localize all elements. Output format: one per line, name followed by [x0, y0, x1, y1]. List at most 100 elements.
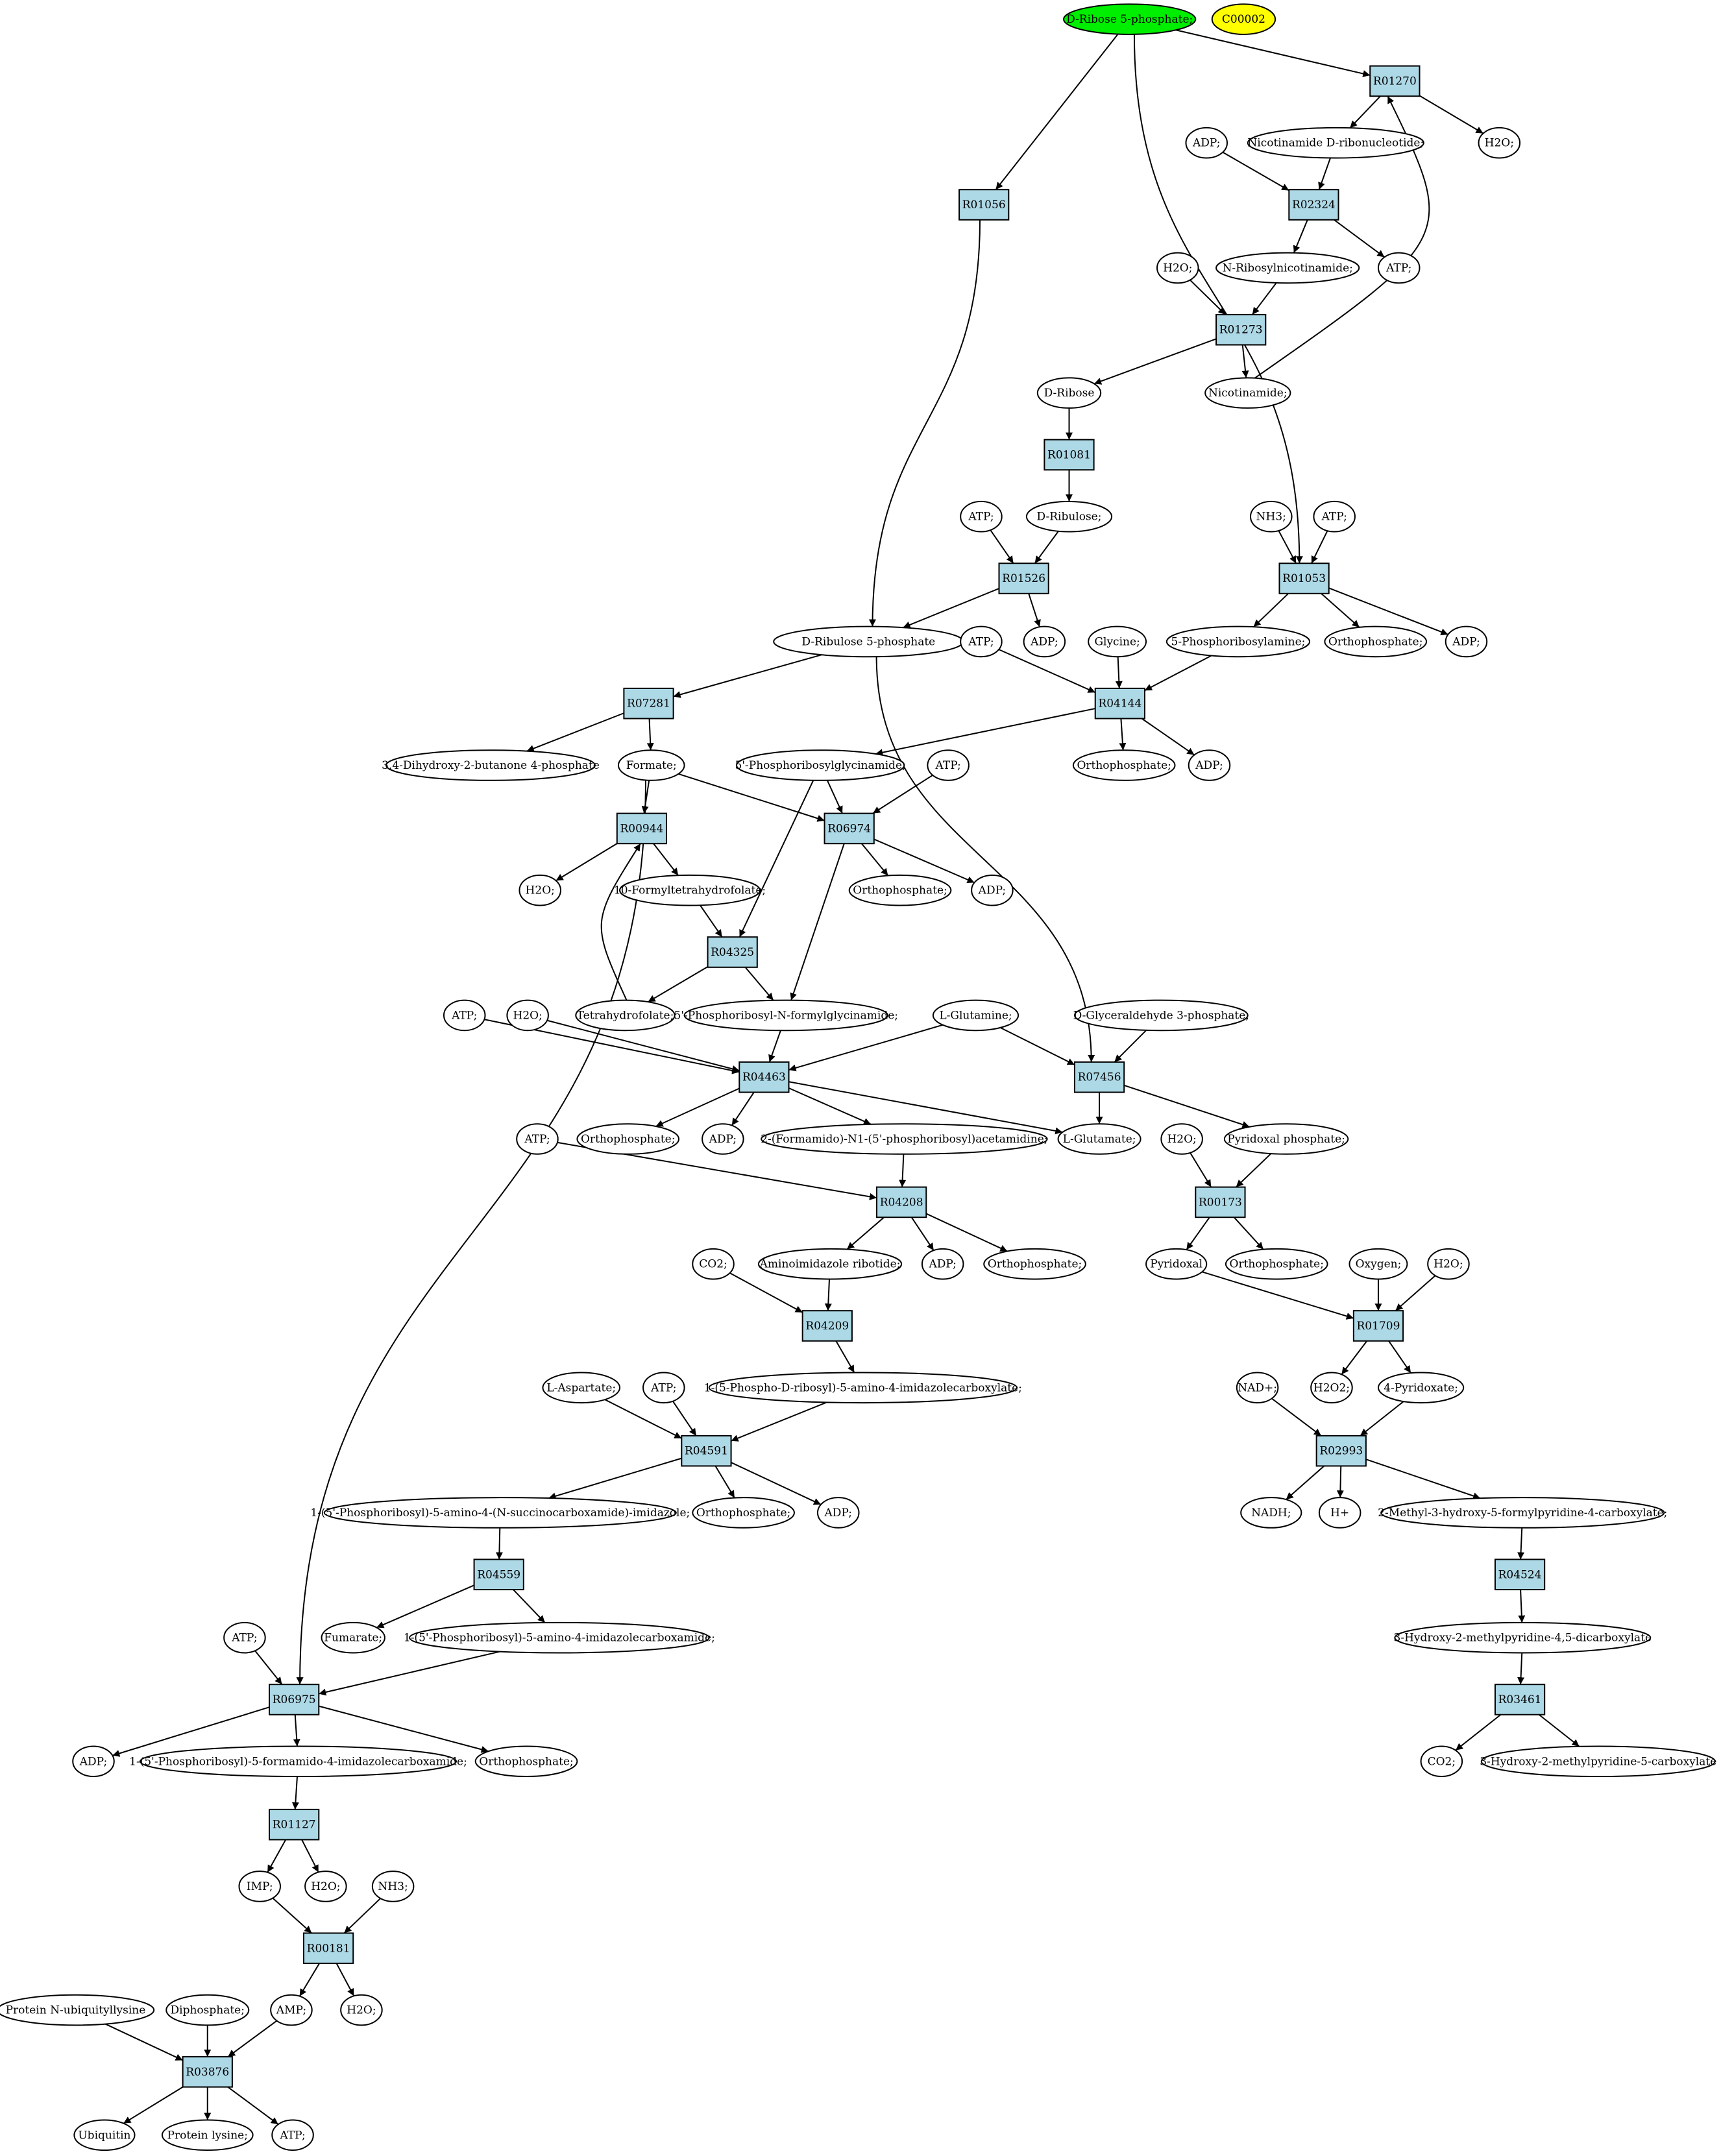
metabolite-node-m_pyridoxal[interactable]: Pyridoxal	[1145, 1248, 1208, 1280]
metabolite-node-m_adp_4[interactable]: ADP;	[1188, 749, 1231, 781]
metabolite-node-m_adp_8[interactable]: ADP;	[816, 1497, 860, 1529]
metabolite-node-m_c00002[interactable]: C00002	[1211, 3, 1276, 35]
metabolite-node-m_glycine[interactable]: Glycine;	[1088, 625, 1147, 658]
reaction-node-r_R04209[interactable]: R04209	[801, 1310, 853, 1342]
metabolite-node-m_protubiq[interactable]: Protein N-ubiquityllysine	[0, 1994, 155, 2026]
reaction-node-r_R00181[interactable]: R00181	[302, 1932, 354, 1965]
metabolite-node-m_h2o2[interactable]: H2O2;	[1310, 1372, 1353, 1404]
metabolite-node-m_g3p[interactable]: D-Glyceraldehyde 3-phosphate;	[1073, 999, 1249, 1032]
metabolite-node-m_aicar[interactable]: 1-(5'-Phosphoribosyl)-5-amino-4-imidazol…	[404, 1621, 715, 1654]
metabolite-node-m_hplus[interactable]: H+	[1318, 1497, 1361, 1529]
metabolite-node-m_atp_9[interactable]: ATP;	[223, 1621, 266, 1654]
reaction-node-r_R04463[interactable]: R04463	[738, 1061, 790, 1093]
reaction-node-r_R01056[interactable]: R01056	[958, 189, 1010, 221]
metabolite-node-m_4pyridoxate[interactable]: 4-Pyridoxate;	[1377, 1372, 1465, 1404]
metabolite-node-m_atp_3[interactable]: ATP;	[1313, 500, 1356, 533]
metabolite-node-m_fumarate[interactable]: Fumarate;	[321, 1621, 385, 1654]
reaction-node-r_R01273[interactable]: R01273	[1215, 313, 1267, 346]
metabolite-node-m_hmpdc[interactable]: 3-Hydroxy-2-methylpyridine-4,5-dicarboxy…	[1394, 1621, 1652, 1654]
metabolite-node-m_10fthf[interactable]: 10-Formyltetrahydrofolate;	[614, 874, 766, 906]
metabolite-node-m_h2o_2[interactable]: H2O;	[1156, 252, 1199, 284]
metabolite-node-m_5pra[interactable]: 5-Phosphoribosylamine;	[1166, 625, 1311, 658]
metabolite-node-m_ribose5p[interactable]: D-Ribose 5-phosphate;	[1063, 3, 1197, 35]
metabolite-node-m_pi_5[interactable]: Orthophosphate;	[983, 1248, 1086, 1280]
metabolite-node-m_adp_6[interactable]: ADP;	[702, 1123, 744, 1155]
metabolite-node-m_adp_9[interactable]: ADP;	[72, 1745, 115, 1778]
metabolite-node-m_atp_4[interactable]: ATP;	[960, 625, 1003, 658]
metabolite-node-m_gar[interactable]: 5'-Phosphoribosylglycinamide;	[735, 749, 906, 781]
metabolite-node-m_dribulose[interactable]: D-Ribulose;	[1025, 500, 1113, 533]
metabolite-node-m_atp_1[interactable]: ATP;	[1377, 252, 1421, 284]
metabolite-node-m_atp_5[interactable]: ATP;	[927, 749, 970, 781]
reaction-node-r_R04559[interactable]: R04559	[473, 1558, 524, 1591]
reaction-node-r_R01270[interactable]: R01270	[1369, 65, 1421, 97]
metabolite-node-m_nh3_1[interactable]: NH3;	[1250, 500, 1293, 533]
metabolite-node-m_air[interactable]: Aminoimidazole ribotide;	[757, 1248, 903, 1280]
metabolite-node-m_atp_6[interactable]: ATP;	[443, 999, 486, 1032]
metabolite-node-m_pi_3[interactable]: Orthophosphate;	[848, 874, 952, 906]
metabolite-node-m_pi_6[interactable]: Orthophosphate;	[1225, 1248, 1328, 1280]
reaction-node-r_R01526[interactable]: R01526	[998, 563, 1049, 594]
metabolite-node-m_co2_1[interactable]: CO2;	[692, 1248, 735, 1280]
metabolite-node-m_nh3_2[interactable]: NH3;	[371, 1871, 415, 1902]
metabolite-node-m_ppi[interactable]: Diphosphate;	[165, 1994, 250, 2026]
metabolite-node-m_nadp[interactable]: NAD+;	[1236, 1372, 1279, 1404]
metabolite-node-m_h2o_1[interactable]: H2O;	[1478, 127, 1521, 159]
metabolite-node-m_h2o_7[interactable]: H2O;	[304, 1871, 347, 1902]
reaction-node-r_R04144[interactable]: R04144	[1094, 687, 1145, 720]
reaction-node-r_R03876[interactable]: R03876	[182, 2056, 233, 2088]
metabolite-node-m_nicotinamide[interactable]: Nicotinamide;	[1204, 377, 1291, 409]
reaction-node-r_R04208[interactable]: R04208	[876, 1186, 927, 1218]
metabolite-node-m_formate[interactable]: Formate;	[617, 749, 685, 781]
reaction-node-r_R07281[interactable]: R07281	[623, 687, 674, 720]
metabolite-node-m_h2o_8[interactable]: H2O;	[340, 1994, 383, 2026]
metabolite-node-m_ribulose5p[interactable]: D-Ribulose 5-phosphate	[773, 625, 964, 658]
metabolite-node-m_lglu[interactable]: L-Glutamate;	[1057, 1123, 1141, 1155]
metabolite-node-m_atp_10[interactable]: ATP;	[271, 2119, 314, 2151]
metabolite-node-m_fgam[interactable]: 2-(Formamido)-N1-(5'-phosphoribosyl)acet…	[761, 1123, 1048, 1155]
metabolite-node-m_thf[interactable]: Tetrahydrofolate;	[575, 999, 676, 1032]
metabolite-node-m_atp_2[interactable]: ATP;	[960, 500, 1003, 533]
reaction-node-r_R01127[interactable]: R01127	[269, 1808, 320, 1841]
reaction-node-r_R01081[interactable]: R01081	[1044, 439, 1095, 471]
metabolite-node-m_adp_5[interactable]: ADP;	[971, 874, 1014, 906]
reaction-node-r_R06974[interactable]: R06974	[824, 812, 875, 845]
metabolite-node-m_imp[interactable]: IMP;	[238, 1871, 281, 1902]
metabolite-node-m_lgln[interactable]: L-Glutamine;	[932, 999, 1019, 1032]
metabolite-node-m_adp_2[interactable]: ADP;	[1023, 625, 1066, 658]
reaction-node-r_R02324[interactable]: R02324	[1288, 189, 1339, 221]
metabolite-node-m_oxygen[interactable]: Oxygen;	[1349, 1248, 1408, 1280]
reaction-node-r_R07456[interactable]: R07456	[1073, 1061, 1125, 1093]
reaction-node-r_R04325[interactable]: R04325	[707, 936, 758, 968]
metabolite-node-m_laspartate[interactable]: L-Aspartate;	[542, 1372, 621, 1404]
reaction-node-r_R04591[interactable]: R04591	[681, 1435, 732, 1467]
reaction-node-r_R02993[interactable]: R02993	[1315, 1435, 1367, 1467]
metabolite-node-m_ubiquitin[interactable]: Ubiquitin	[73, 2119, 136, 2151]
metabolite-node-m_nadh[interactable]: NADH;	[1240, 1497, 1302, 1529]
metabolite-node-m_faicar[interactable]: 1-(5'-Phosphoribosyl)-5-formamido-4-imid…	[129, 1745, 467, 1778]
metabolite-node-m_adp_7[interactable]: ADP;	[921, 1248, 964, 1280]
metabolite-node-m_dribose[interactable]: D-Ribose	[1036, 377, 1102, 409]
metabolite-node-m_pi_4[interactable]: Orthophosphate;	[576, 1123, 680, 1155]
reaction-node-r_R03461[interactable]: R03461	[1494, 1684, 1546, 1715]
metabolite-node-m_adp_1[interactable]: ADP;	[1185, 127, 1228, 159]
reaction-node-r_R04524[interactable]: R04524	[1494, 1558, 1546, 1591]
metabolite-node-m_pi_1[interactable]: Orthophosphate;	[1324, 625, 1428, 658]
metabolite-node-m_h2o_6[interactable]: H2O;	[1427, 1248, 1470, 1280]
reaction-node-r_R00173[interactable]: R00173	[1195, 1186, 1246, 1218]
metabolite-node-m_plp[interactable]: Pyridoxal phosphate;	[1223, 1123, 1349, 1155]
metabolite-node-m_fgar[interactable]: 5'-Phosphoribosyl-N-formylglycinamide;	[674, 999, 898, 1032]
metabolite-node-m_pi_8[interactable]: Orthophosphate;	[474, 1745, 578, 1778]
metabolite-node-m_pi_7[interactable]: Orthophosphate;	[692, 1497, 795, 1529]
reaction-node-r_R06975[interactable]: R06975	[269, 1684, 320, 1715]
metabolite-node-m_hmpc[interactable]: 3-Hydroxy-2-methylpyridine-5-carboxylate	[1480, 1745, 1716, 1778]
metabolite-node-m_atp_7[interactable]: ATP;	[516, 1123, 559, 1155]
metabolite-node-m_co2_2[interactable]: CO2;	[1420, 1745, 1463, 1778]
reaction-node-r_R01053[interactable]: R01053	[1278, 563, 1330, 594]
metabolite-node-m_adp_3[interactable]: ADP;	[1445, 625, 1488, 658]
metabolite-node-m_protlys[interactable]: Protein lysine;	[161, 2119, 254, 2151]
metabolite-node-m_atp_8[interactable]: ATP;	[642, 1372, 685, 1404]
metabolite-node-m_h2o_5[interactable]: H2O;	[1160, 1123, 1203, 1155]
reaction-node-r_R00944[interactable]: R00944	[616, 812, 668, 845]
metabolite-node-m_dhbp[interactable]: 3,4-Dihydroxy-2-butanone 4-phosphate	[382, 749, 600, 781]
